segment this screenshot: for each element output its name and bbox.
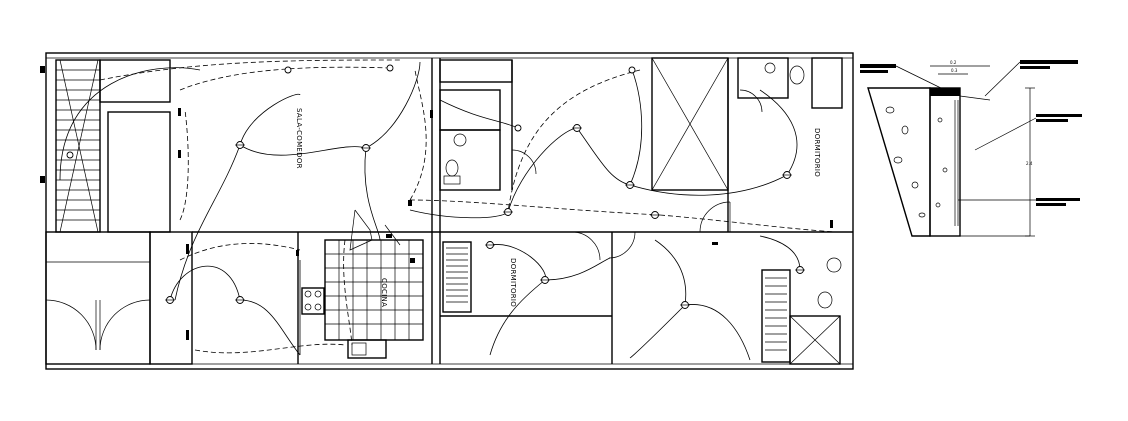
entry-doors [45,231,193,365]
detail-dim-height: 2.4 [1026,161,1033,166]
louvre-closet-right [761,269,791,363]
wiring-dashed [99,59,836,354]
room-label-dormitorio-2: DORMITORIO [509,258,517,307]
detail-dim-inner: 0.3 [951,68,958,73]
door-swings [511,89,763,261]
room-label-dormitorio-1: DORMITORIO [813,128,821,177]
kitchen-sink [347,339,387,359]
room-label-cocina: COCINA [380,278,388,307]
wiring-solid [59,61,801,361]
stair [55,59,171,233]
light-fixtures [66,64,805,309]
plan-border [45,52,854,370]
bath-fixtures-right [764,62,842,309]
louvre-closet-left [442,241,472,313]
detail-dim-top: 0.2 [950,60,957,65]
stove [301,287,325,315]
wall-section-detail [860,60,1082,237]
interior-walls [192,57,853,365]
switch-marks [40,66,833,340]
bath-fixtures-center [443,133,467,185]
stair-fold-lines [349,209,401,251]
room-label-sala-comedor: SALA-COMEDOR [295,108,303,169]
kitchen-tile-grid [324,239,424,341]
